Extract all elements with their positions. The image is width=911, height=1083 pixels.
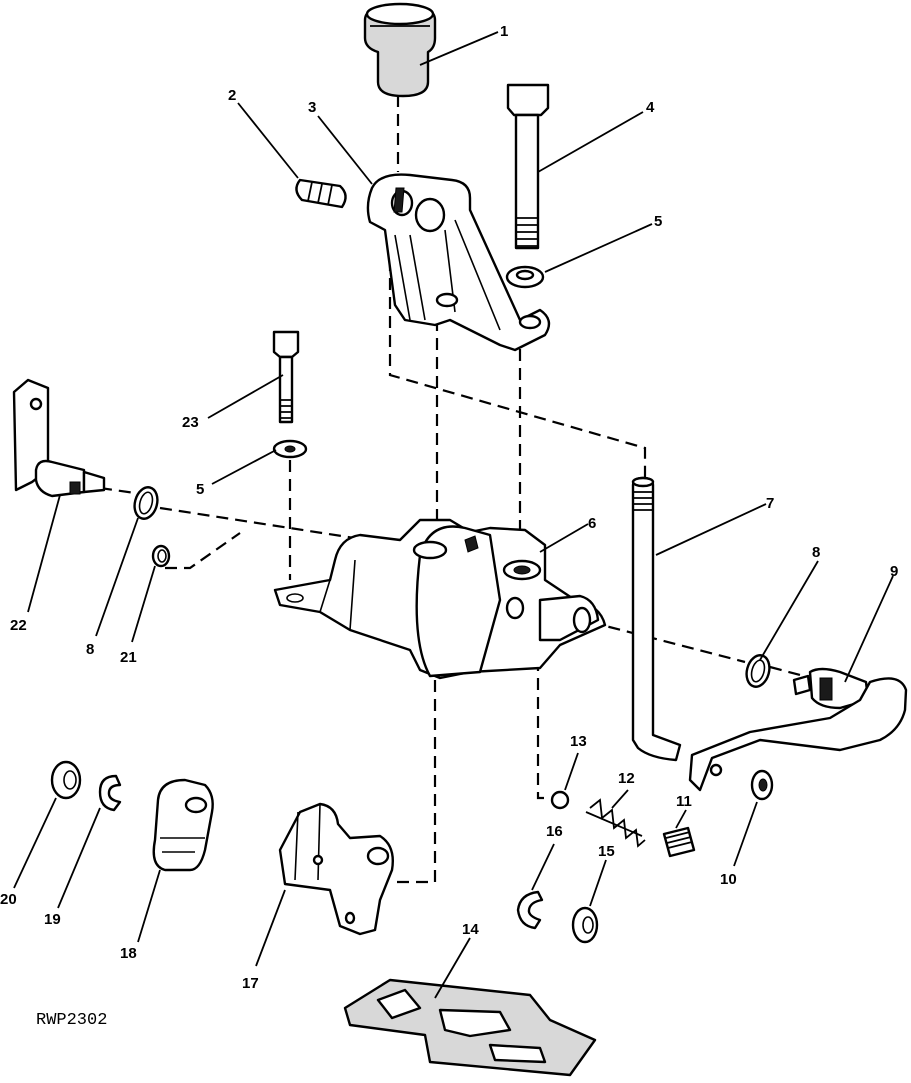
part-16-clip [516,890,544,930]
callout-20: 20 [0,891,17,908]
callout-14: 14 [462,921,479,938]
part-4-bolt [506,83,550,250]
part-20-washer [50,760,82,800]
part-8-o-ring-left [133,486,159,520]
part-10-nut [750,769,774,801]
part-1-shift-knob [363,2,437,98]
callout-3: 3 [308,99,316,116]
callout-labels: 1 2 3 4 5 23 5 6 7 8 9 22 8 21 13 12 11 … [0,23,898,992]
callout-9: 9 [890,563,898,580]
callout-18: 18 [120,945,137,962]
part-9-lever-arm [688,667,908,792]
part-5-washer-lower [272,439,308,459]
callout-8-right: 8 [812,544,820,561]
callout-13: 13 [570,733,587,750]
part-21-ring [151,544,171,568]
callout-1: 1 [500,23,508,40]
figure-reference: RWP2302 [36,1011,107,1030]
part-18-cam [152,778,214,872]
callout-5-upper: 5 [654,213,662,230]
callout-5-lower: 5 [196,481,204,498]
part-12-spring [585,798,646,848]
part-17-detent-cam [278,802,394,936]
callout-2: 2 [228,87,236,104]
part-13-ball [550,790,570,810]
callout-10: 10 [720,871,737,888]
part-23-bolt [272,330,300,424]
part-6-shifter-housing [273,518,607,680]
callout-11: 11 [676,793,692,810]
part-8-o-ring-right [745,654,771,688]
callout-16: 16 [546,823,563,840]
callout-6: 6 [588,515,596,532]
callout-21: 21 [120,649,137,666]
part-22-lever-shaft [12,378,106,498]
callout-15: 15 [598,843,615,860]
part-19-clip [98,774,122,812]
callout-4: 4 [646,99,655,116]
part-5-washer-upper [505,265,545,289]
part-7-shift-rod [631,476,682,762]
callout-7: 7 [766,495,774,512]
callout-19: 19 [44,911,61,928]
part-15-washer [571,906,599,944]
part-14-gasket [343,978,597,1077]
part-11-small-spring [662,826,696,858]
callout-leaders [13,31,894,999]
assembly-lines [99,95,801,884]
part-2-pin [295,178,347,209]
callout-12: 12 [618,770,635,787]
callout-23: 23 [182,414,199,431]
callout-22: 22 [10,617,27,634]
part-3-shift-lever-bracket [366,173,551,352]
callout-17: 17 [242,975,259,992]
callout-8-left: 8 [86,641,94,658]
